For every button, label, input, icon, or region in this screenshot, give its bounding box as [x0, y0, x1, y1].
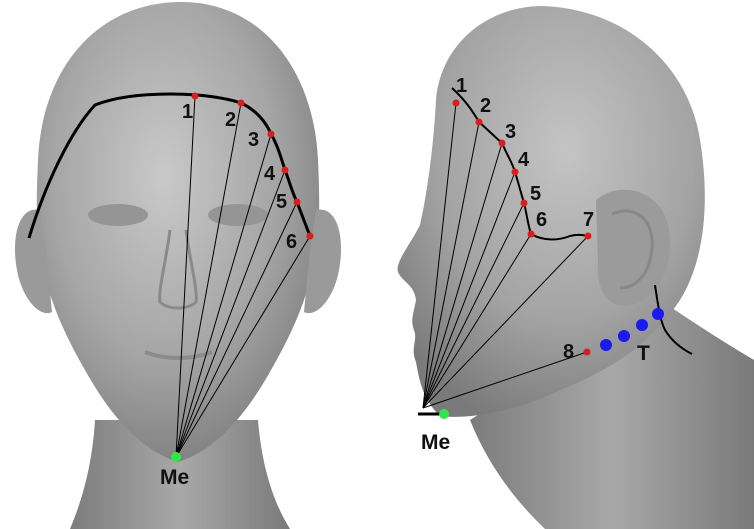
- front-landmark-point: [191, 92, 199, 100]
- side-label-4: 4: [518, 149, 530, 171]
- front-landmark-point: [267, 130, 275, 138]
- front-neck: [70, 420, 290, 529]
- front-ray: [175, 133, 272, 458]
- tragus-point: [618, 330, 630, 342]
- front-label-6: 6: [286, 231, 297, 253]
- side-ray: [422, 202, 525, 409]
- front-annotations: 1 2 3 4 5 6 Me: [27, 92, 314, 489]
- side-label-1: 1: [456, 75, 467, 97]
- front-rays: [175, 95, 311, 458]
- side-menton-point: [439, 409, 449, 419]
- side-landmark-point: [452, 99, 460, 107]
- side-ray: [422, 102, 457, 409]
- side-label-8: 8: [563, 341, 574, 363]
- side-ray: [422, 121, 480, 409]
- side-label-3: 3: [505, 121, 516, 143]
- front-menton-point: [171, 452, 181, 462]
- front-left-ear: [14, 209, 52, 314]
- front-landmark-point: [293, 198, 301, 206]
- front-label-1: 1: [182, 101, 193, 123]
- side-landmark-point: [475, 118, 483, 126]
- front-label-3: 3: [248, 129, 259, 151]
- front-landmark-point: [281, 166, 289, 174]
- front-left-eye: [88, 204, 148, 226]
- tragus-point: [636, 319, 648, 331]
- side-rays: [422, 102, 589, 409]
- tragus-point: [652, 308, 664, 320]
- side-landmark-point: [527, 230, 535, 238]
- front-menton-label: Me: [160, 466, 189, 489]
- tragus-point: [600, 339, 612, 351]
- side-neck: [470, 300, 754, 529]
- front-label-5: 5: [276, 191, 287, 213]
- side-landmark-point: [511, 168, 519, 176]
- side-label-5: 5: [530, 183, 541, 205]
- side-head: [397, 6, 754, 529]
- side-ear-inner: [611, 209, 654, 290]
- front-ray: [175, 235, 311, 458]
- side-ray: [422, 171, 516, 409]
- front-landmark-point: [237, 99, 245, 107]
- side-menton-label: Me: [421, 431, 450, 454]
- front-head-shape: [36, 1, 320, 463]
- front-landmark-point: [306, 232, 314, 240]
- side-ray: [422, 142, 503, 409]
- side-landmark-point: [520, 199, 528, 207]
- side-label-7: 7: [583, 209, 594, 231]
- front-ray: [175, 102, 242, 458]
- tragus-label: T: [637, 342, 650, 365]
- front-label-2: 2: [225, 109, 236, 131]
- side-label-6: 6: [536, 209, 547, 231]
- side-ray: [422, 233, 532, 409]
- front-ray: [175, 201, 298, 458]
- side-landmark-point: [498, 139, 506, 147]
- front-head: [14, 1, 342, 529]
- side-landmark-point: [584, 232, 592, 240]
- side-label-2: 2: [480, 95, 491, 117]
- side-ear: [596, 189, 671, 307]
- front-right-eye: [208, 204, 268, 226]
- front-label-4: 4: [264, 163, 276, 185]
- side-ray: [422, 351, 588, 409]
- front-nose: [158, 229, 198, 310]
- side-head-shape: [397, 6, 705, 417]
- front-ray: [175, 95, 196, 458]
- side-annotations: 1 2 3 4 5 6 7 8 T Me: [418, 75, 693, 454]
- side-landmark-point: [583, 348, 591, 356]
- front-ray: [175, 169, 286, 458]
- side-neck-contour: [654, 284, 693, 355]
- side-ray: [422, 235, 589, 409]
